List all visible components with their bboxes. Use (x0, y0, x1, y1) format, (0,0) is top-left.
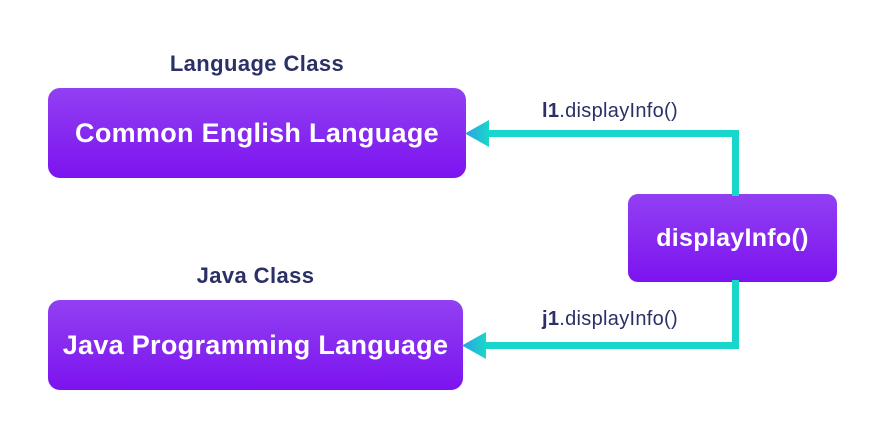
language-class-caption: Language Class (169, 51, 345, 76)
call-object-l1: l1 (542, 100, 560, 122)
arrow-l1-line (487, 130, 739, 196)
arrowhead-left-icon (465, 120, 489, 147)
java-class-caption: Java Class (196, 263, 315, 288)
java-class-box-title: Java Programming Language (62, 329, 449, 360)
call-method-j1: .displayInfo() (559, 308, 678, 330)
arrowhead-left-icon (462, 332, 486, 359)
arrow-l1-call (465, 120, 739, 196)
call-label-l1: l1.displayInfo() (490, 100, 730, 123)
language-class-box-title: Common English Language (75, 117, 439, 148)
java-class-box: Java Programming Language (48, 300, 463, 390)
call-object-j1: j1 (542, 308, 560, 330)
displayinfo-method-label: displayInfo() (656, 223, 809, 252)
language-class-box: Common English Language (48, 88, 466, 178)
call-label-j1: j1.displayInfo() (490, 308, 730, 331)
call-method-l1: .displayInfo() (559, 100, 678, 122)
displayinfo-method-box: displayInfo() (628, 194, 837, 282)
